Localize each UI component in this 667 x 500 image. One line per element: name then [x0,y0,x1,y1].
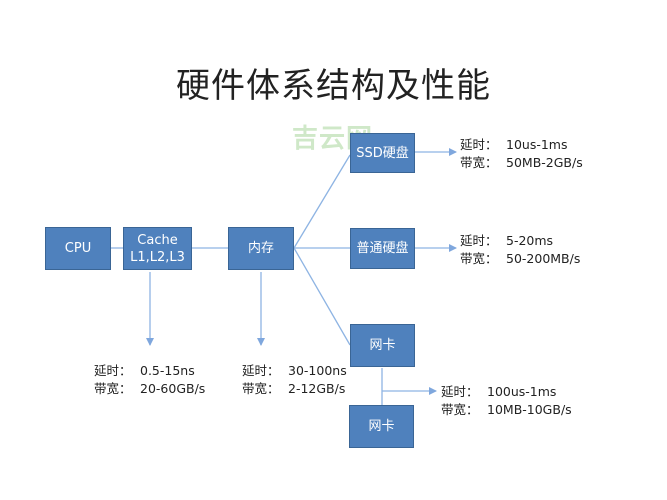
bandwidth-label: 带宽： [460,251,498,266]
latency-value: 5-20ms [506,233,554,248]
cpu-box: CPU [45,227,111,270]
nic-box-1: 网卡 [350,324,415,367]
latency-label: 延时： [460,233,498,248]
ssd-perf-note: 延时： 10us-1ms 带宽： 50MB-2GB/s [460,136,583,172]
memory-label: 内存 [247,241,274,256]
link-memory-nic [293,247,351,346]
latency-label: 延时： [441,384,479,399]
latency-value: 10us-1ms [506,137,568,152]
ssd-label: SSD硬盘 [356,145,409,161]
nic-label-1: 网卡 [369,338,396,353]
latency-label: 延时： [460,137,498,152]
bandwidth-label: 带宽： [460,155,498,170]
latency-value: 0.5-15ns [140,363,195,378]
latency-value: 30-100ns [288,363,347,378]
memory-box: 内存 [228,227,294,270]
cache-label: Cache [137,232,178,248]
bandwidth-value: 50MB-2GB/s [506,155,583,170]
bandwidth-label: 带宽： [441,402,479,417]
bandwidth-value: 10MB-10GB/s [487,402,572,417]
hdd-perf-note: 延时： 5-20ms 带宽： 50-200MB/s [460,232,580,268]
bandwidth-value: 2-12GB/s [288,381,346,396]
nic-label-2: 网卡 [368,419,395,434]
nic-box-2: 网卡 [349,405,414,448]
bandwidth-value: 50-200MB/s [506,251,581,266]
latency-label: 延时： [94,363,132,378]
network-perf-note: 延时： 100us-1ms 带宽： 10MB-10GB/s [441,383,572,419]
cache-levels-label: L1,L2,L3 [130,249,185,265]
hdd-box: 普通硬盘 [350,228,415,269]
latency-label: 延时： [242,363,280,378]
memory-perf-note: 延时： 30-100ns 带宽： 2-12GB/s [242,362,347,398]
bandwidth-value: 20-60GB/s [140,381,206,396]
link-memory-ssd [293,154,351,249]
cache-perf-note: 延时： 0.5-15ns 带宽： 20-60GB/s [94,362,205,398]
page-title: 硬件体系结构及性能 [176,66,491,106]
latency-value: 100us-1ms [487,384,557,399]
bandwidth-label: 带宽： [242,381,280,396]
bandwidth-label: 带宽： [94,381,132,396]
cpu-label: CPU [64,241,92,256]
cache-box: Cache L1,L2,L3 [123,227,192,270]
hdd-label: 普通硬盘 [356,241,409,256]
ssd-box: SSD硬盘 [350,133,415,173]
